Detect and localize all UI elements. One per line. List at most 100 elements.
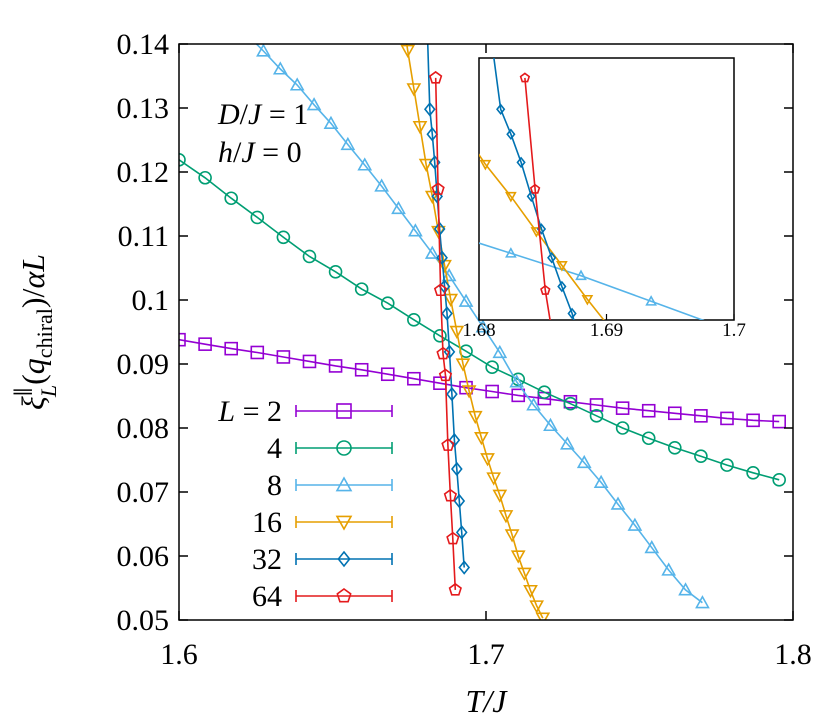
data-point [694,449,708,463]
legend-marker [336,440,352,456]
data-point [668,406,682,421]
data-point [475,319,491,333]
data-point [592,534,601,542]
series-line-L-64 [524,77,551,320]
data-point [179,153,186,167]
series-line-L-8 [479,242,705,320]
data-point [328,359,343,373]
axes: 0.050.060.070.080.090.10.110.120.130.141… [117,28,812,671]
legend-marker [336,588,352,603]
data-point [506,128,516,141]
data-point [354,362,369,377]
data-point [412,120,428,135]
data-point [354,282,369,296]
data-point [710,434,719,442]
data-point [504,529,520,543]
data-point [630,528,637,537]
data-point [459,380,473,395]
data-point [647,383,656,392]
inset-x-tick-label: 1.68 [462,320,495,341]
data-point [627,517,643,531]
data-point [641,403,656,418]
data-point [523,584,538,599]
data-point [641,431,656,446]
inset-panel [478,57,735,321]
data-point [479,159,492,171]
data-point [407,313,421,327]
data-point [720,458,734,472]
y-tick-label: 0.05 [117,604,170,637]
data-point [510,550,526,564]
data-point [433,283,448,297]
legend-label: 4 [267,432,282,465]
data-point [448,432,461,448]
series-line-L-2 [179,338,780,423]
data-point [659,387,668,395]
legend-item-L-32: 32 [252,543,393,576]
data-point [396,5,408,16]
data-point [579,347,586,356]
data-point [694,409,708,423]
x-tick-label: 1.8 [774,638,812,671]
data-point [593,474,609,489]
legend-label: L = 2 [217,395,282,428]
data-point [567,307,577,320]
data-point [407,371,421,386]
data-point [433,329,447,343]
data-point [582,491,591,499]
data-point [458,293,474,307]
series-L-8 [479,242,705,320]
data-point [224,341,238,356]
y-tick-label: 0.06 [117,540,170,573]
data-point [529,183,541,194]
data-point [179,332,186,347]
data-point [426,126,439,142]
data-point [492,344,508,359]
series-L-64 [519,72,601,542]
legend-item-L-8: 8 [267,469,393,502]
data-point [487,28,494,37]
data-point [380,367,395,382]
legend-item-L-4: 4 [267,432,393,465]
legend-label: 8 [267,469,282,502]
data-point [576,454,592,469]
data-point [418,158,434,172]
data-point [498,510,514,524]
data-point [467,410,483,425]
data-point [408,223,423,237]
data-point [540,284,551,295]
data-point [559,436,575,450]
data-point [615,421,630,435]
data-point [661,562,677,576]
legend-label: 16 [252,506,282,539]
data-point [429,70,443,84]
data-point [436,346,450,360]
data-point [424,245,440,259]
data-point [424,190,440,204]
data-point [535,612,551,620]
data-point [561,371,570,379]
x-axis-label: T/J [466,683,509,719]
data-point [380,296,395,311]
inset-x-tick-label: 1.7 [722,320,746,341]
y-tick-label: 0.07 [117,476,170,509]
legend-item-L-2: L = 2 [217,395,393,428]
data-point [772,414,786,429]
data-point [589,398,604,412]
data-point [461,385,477,399]
data-point [551,349,560,357]
annotation-hj: h/J = 0 [218,136,302,169]
series-line-L-16 [405,44,544,619]
data-point [443,293,459,308]
y-tick-label: 0.14 [117,28,170,61]
data-point [736,455,745,463]
legend-marker [335,476,353,492]
series-L-64 [429,70,462,596]
data-point [289,77,305,91]
data-point [455,358,471,372]
data-point [557,280,567,293]
data-point [575,269,587,281]
data-point [441,306,453,321]
